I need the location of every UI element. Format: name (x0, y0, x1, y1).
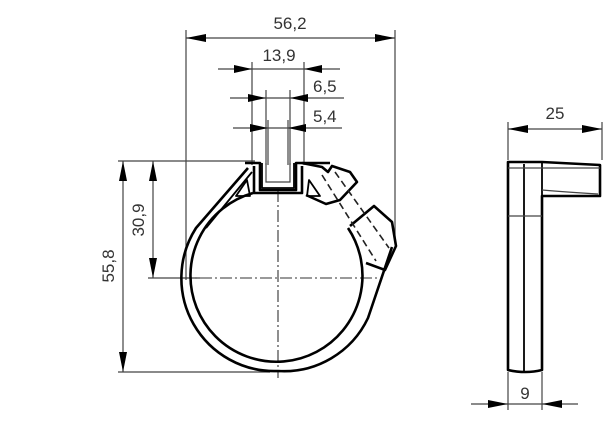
dimension-slot-inner-width: 5,4 (233, 107, 342, 165)
dim-label-total-depth: 25 (546, 104, 565, 123)
dimension-slot-mid-width: 6,5 (230, 77, 344, 165)
dim-label-slot-outer-width: 13,9 (262, 46, 295, 65)
clip-socket (235, 161, 330, 197)
dimension-overall-height: 55,8 (99, 161, 127, 372)
dimension-slot-outer-width: 13,9 (218, 46, 340, 165)
side-view: 25 9 (471, 104, 603, 410)
dim-label-overall-height: 55,8 (99, 249, 118, 282)
dim-label-base-thickness: 9 (520, 384, 529, 403)
dim-label-overall-width: 56,2 (273, 14, 306, 33)
front-view: 56,2 13,9 6,5 5,4 (99, 14, 398, 378)
dimension-overall-width: 56,2 (186, 14, 395, 42)
dim-label-center-height: 30,9 (129, 203, 148, 236)
dim-label-slot-mid-width: 6,5 (313, 77, 337, 96)
dim-label-slot-inner-width: 5,4 (313, 107, 337, 126)
dimension-total-depth: 25 (507, 104, 603, 160)
clip-ring (180, 167, 394, 373)
dimension-center-height: 30,9 (129, 161, 157, 278)
clip-latch (301, 161, 398, 272)
dimension-base-thickness: 9 (471, 372, 578, 410)
